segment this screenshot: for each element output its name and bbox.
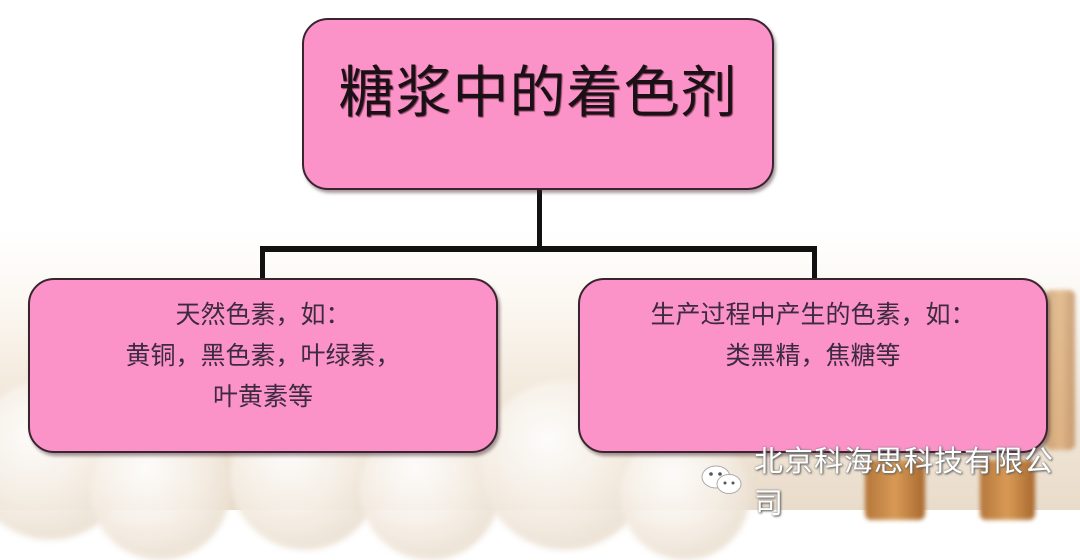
node-text-line: 生产过程中产生的色素，如： [650, 300, 976, 329]
background-jar [1045, 290, 1075, 450]
root-node-label: 糖浆中的着色剂 [338, 61, 738, 126]
child-node-natural-pigments: 天然色素，如： 黄铜，黑色素，叶绿素， 叶黄素等 [28, 278, 498, 453]
wechat-icon [700, 463, 744, 497]
node-text-line: 类黑精，焦糖等 [725, 341, 901, 370]
root-node: 糖浆中的着色剂 [302, 18, 774, 190]
node-text-line: 天然色素，如： [175, 300, 351, 329]
watermark: 北京科海思科技有限公司 [700, 438, 1080, 522]
node-text-line: 黄铜，黑色素，叶绿素， [125, 341, 401, 370]
watermark-text: 北京科海思科技有限公司 [754, 444, 1055, 520]
connector-horizontal [260, 246, 817, 252]
node-text-line: 叶黄素等 [212, 382, 313, 411]
connector-vertical-root [537, 190, 542, 250]
child-node-process-pigments: 生产过程中产生的色素，如： 类黑精，焦糖等 [578, 278, 1048, 453]
connector-vertical-right [812, 246, 817, 280]
connector-vertical-left [260, 246, 265, 280]
